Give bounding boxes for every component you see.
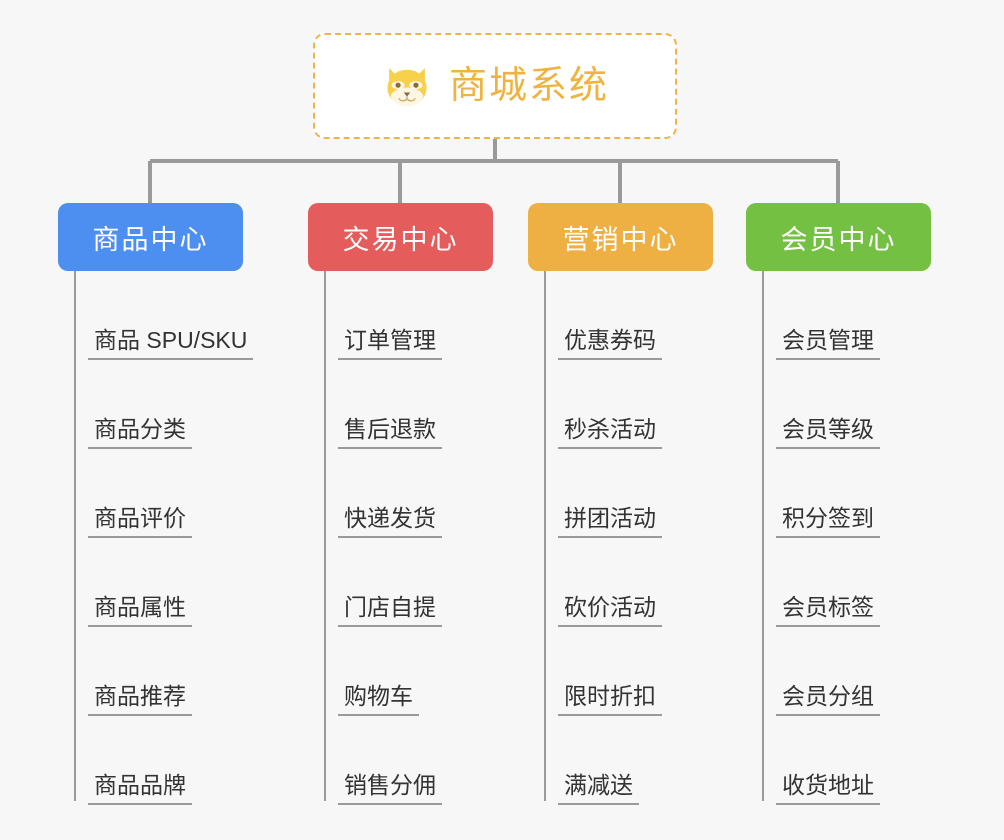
leaf-item-label: 秒杀活动 bbox=[558, 416, 662, 449]
leaf-item-label: 会员等级 bbox=[776, 416, 880, 449]
category-box-product-center[interactable]: 商品中心 bbox=[58, 203, 243, 271]
column-spine bbox=[324, 271, 326, 801]
leaf-item[interactable]: 快递发货 bbox=[308, 449, 493, 538]
leaf-item[interactable]: 秒杀活动 bbox=[528, 360, 713, 449]
leaf-item-label: 商品属性 bbox=[88, 594, 192, 627]
leaf-item[interactable]: 积分签到 bbox=[746, 449, 931, 538]
column-trade-center: 交易中心订单管理售后退款快递发货门店自提购物车销售分佣 bbox=[308, 203, 493, 805]
column-spine bbox=[544, 271, 546, 801]
column-spine bbox=[762, 271, 764, 801]
leaf-item-label: 售后退款 bbox=[338, 416, 442, 449]
leaf-item[interactable]: 商品品牌 bbox=[58, 716, 243, 805]
leaf-item[interactable]: 砍价活动 bbox=[528, 538, 713, 627]
leaf-item-label: 限时折扣 bbox=[558, 683, 662, 716]
leaf-list-marketing-center: 优惠券码秒杀活动拼团活动砍价活动限时折扣满减送 bbox=[528, 271, 713, 805]
leaf-item-label: 满减送 bbox=[558, 772, 639, 805]
leaf-item-label: 拼团活动 bbox=[558, 505, 662, 538]
leaf-item[interactable]: 订单管理 bbox=[308, 271, 493, 360]
leaf-item[interactable]: 商品评价 bbox=[58, 449, 243, 538]
leaf-item-label: 商品推荐 bbox=[88, 683, 192, 716]
category-box-marketing-center[interactable]: 营销中心 bbox=[528, 203, 713, 271]
leaf-item-label: 砍价活动 bbox=[558, 594, 662, 627]
leaf-item-label: 商品评价 bbox=[88, 505, 192, 538]
leaf-item-label: 会员管理 bbox=[776, 327, 880, 360]
root-node[interactable]: 商城系统 bbox=[313, 33, 677, 139]
leaf-item[interactable]: 销售分佣 bbox=[308, 716, 493, 805]
leaf-item-label: 购物车 bbox=[338, 683, 419, 716]
leaf-item[interactable]: 会员标签 bbox=[746, 538, 931, 627]
leaf-item[interactable]: 售后退款 bbox=[308, 360, 493, 449]
leaf-item[interactable]: 购物车 bbox=[308, 627, 493, 716]
column-product-center: 商品中心商品 SPU/SKU 商品分类商品评价商品属性商品推荐商品品牌 bbox=[58, 203, 254, 805]
leaf-item[interactable]: 优惠券码 bbox=[528, 271, 713, 360]
leaf-list-member-center: 会员管理会员等级积分签到会员标签会员分组收货地址 bbox=[746, 271, 931, 805]
leaf-item[interactable]: 收货地址 bbox=[746, 716, 931, 805]
leaf-item-label: 商品 SPU/SKU bbox=[88, 327, 254, 360]
leaf-item[interactable]: 商品推荐 bbox=[58, 627, 243, 716]
shiba-dog-icon bbox=[387, 68, 427, 107]
leaf-item-label: 收货地址 bbox=[776, 772, 880, 805]
leaf-list-trade-center: 订单管理售后退款快递发货门店自提购物车销售分佣 bbox=[308, 271, 493, 805]
leaf-item-label: 积分签到 bbox=[776, 505, 880, 538]
leaf-item-label: 商品品牌 bbox=[88, 772, 192, 805]
column-spine bbox=[74, 271, 76, 801]
leaf-item-label: 会员标签 bbox=[776, 594, 880, 627]
leaf-item[interactable]: 商品 SPU/SKU bbox=[58, 271, 254, 360]
leaf-item[interactable]: 拼团活动 bbox=[528, 449, 713, 538]
leaf-item[interactable]: 门店自提 bbox=[308, 538, 493, 627]
leaf-item[interactable]: 满减送 bbox=[528, 716, 713, 805]
column-marketing-center: 营销中心优惠券码秒杀活动拼团活动砍价活动限时折扣满减送 bbox=[528, 203, 713, 805]
leaf-item[interactable]: 会员管理 bbox=[746, 271, 931, 360]
leaf-item-label: 订单管理 bbox=[338, 327, 442, 360]
root-title: 商城系统 bbox=[448, 65, 609, 107]
leaf-item-label: 商品分类 bbox=[88, 416, 192, 449]
leaf-item[interactable]: 会员分组 bbox=[746, 627, 931, 716]
leaf-item[interactable]: 会员等级 bbox=[746, 360, 931, 449]
leaf-item[interactable]: 商品分类 bbox=[58, 360, 243, 449]
leaf-item-label: 销售分佣 bbox=[338, 772, 442, 805]
leaf-item-label: 优惠券码 bbox=[558, 327, 662, 360]
category-box-member-center[interactable]: 会员中心 bbox=[746, 203, 931, 271]
leaf-item[interactable]: 商品属性 bbox=[58, 538, 243, 627]
leaf-item-label: 会员分组 bbox=[776, 683, 880, 716]
leaf-item-label: 门店自提 bbox=[338, 594, 442, 627]
leaf-item[interactable]: 限时折扣 bbox=[528, 627, 713, 716]
column-member-center: 会员中心会员管理会员等级积分签到会员标签会员分组收货地址 bbox=[746, 203, 931, 805]
leaf-list-product-center: 商品 SPU/SKU 商品分类商品评价商品属性商品推荐商品品牌 bbox=[58, 271, 254, 805]
category-box-trade-center[interactable]: 交易中心 bbox=[308, 203, 493, 271]
leaf-item-label: 快递发货 bbox=[338, 505, 442, 538]
